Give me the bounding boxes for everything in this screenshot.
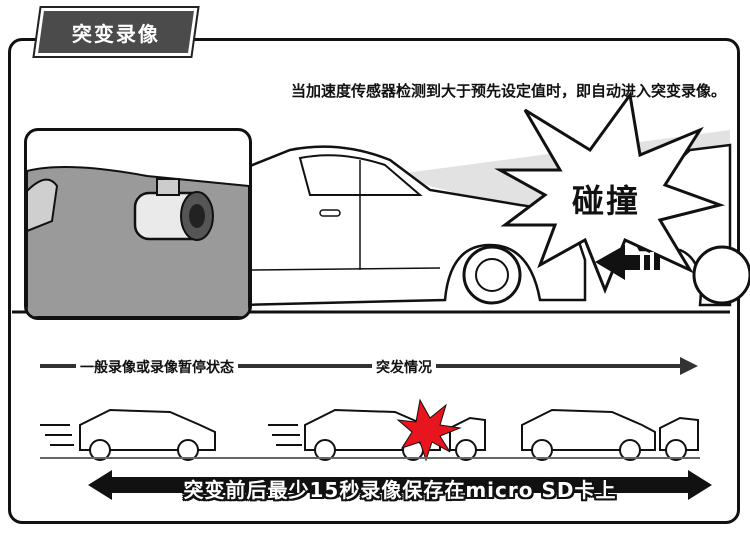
scene-after-cars xyxy=(521,408,699,461)
dashcam-illustration xyxy=(27,166,249,317)
timeline-emergency-label: 突发情况 xyxy=(372,357,436,377)
section-tab-title: 突变录像 xyxy=(72,21,160,46)
red-crash-burst xyxy=(396,398,462,462)
hand-icon xyxy=(27,178,59,233)
crash-burst xyxy=(494,91,726,295)
scene-normal-car xyxy=(40,408,216,461)
scene-crash-cars xyxy=(268,408,486,461)
impact-arrow xyxy=(595,245,660,280)
dashcam-inset xyxy=(24,128,252,320)
section-tab: 突变录像 xyxy=(32,6,200,58)
crash-label: 碰撞 xyxy=(572,182,641,220)
front-car-wheel xyxy=(692,245,750,305)
storage-banner: 突变前后最少15秒录像保存在micro SD卡上 xyxy=(183,478,617,502)
headline-text: 当加速度传感器检测到大于预先设定值时，即自动进入突变录像。 xyxy=(290,82,726,100)
timeline-normal-label: 一般录像或录像暂停状态 xyxy=(76,357,238,377)
